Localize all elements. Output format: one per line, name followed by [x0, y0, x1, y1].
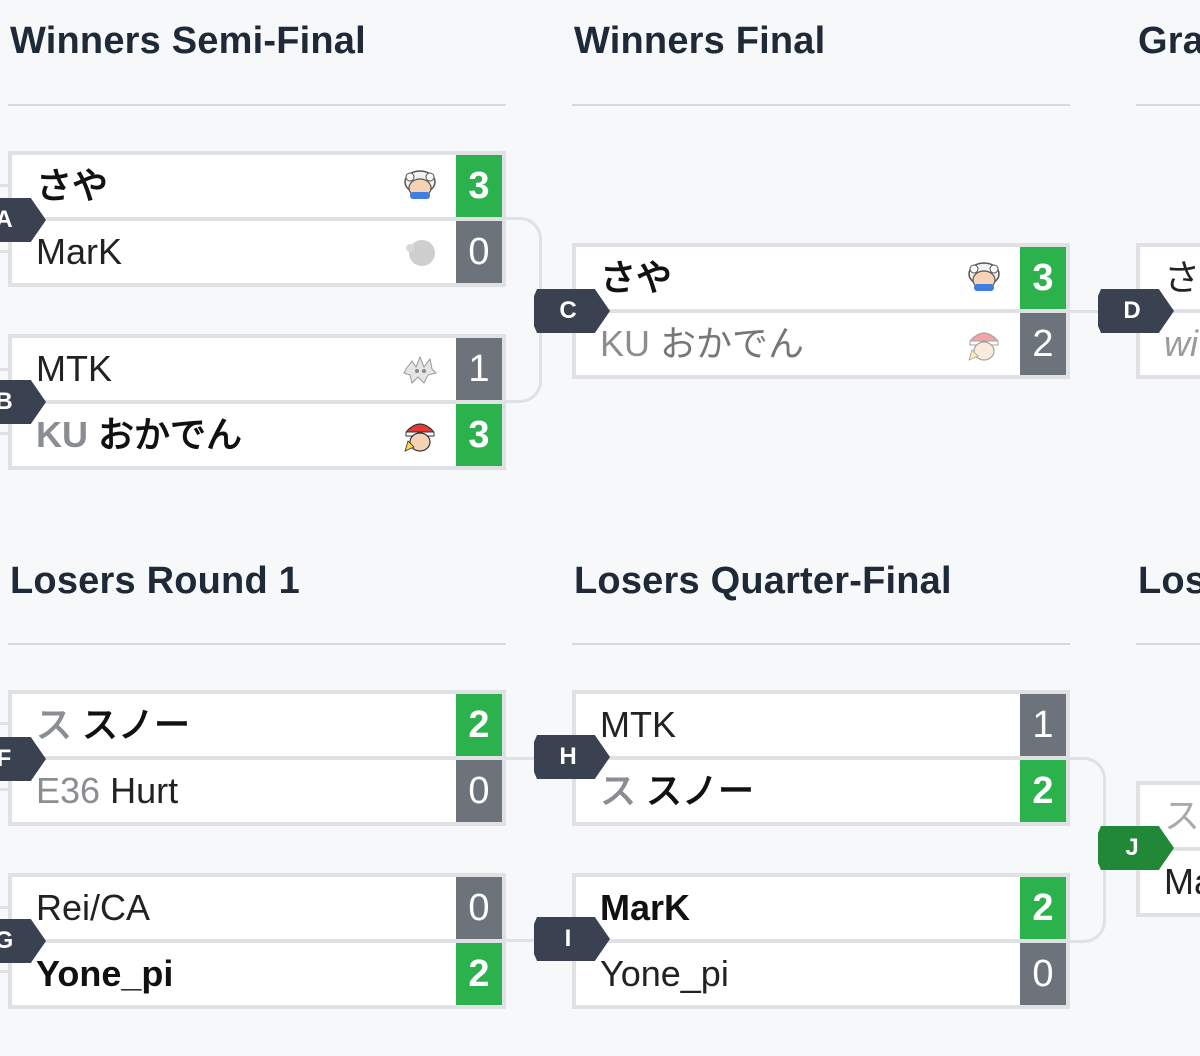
bracket-connector	[0, 906, 10, 909]
match-label-i[interactable]: I	[534, 917, 610, 961]
round-divider	[1136, 104, 1200, 106]
match-slot-winner[interactable]: ス スノー 2	[12, 694, 502, 756]
player-name: MTK	[36, 348, 112, 389]
match-slot-winner[interactable]: さや 3	[12, 155, 502, 217]
match-c[interactable]: さや 3 KU おかでん 2	[572, 243, 1070, 379]
match-f[interactable]: ス スノー 2 E36 Hurt 0	[8, 690, 506, 826]
bracket-connector	[0, 432, 10, 435]
score: 3	[1020, 247, 1066, 309]
round-title-losers-qf: Losers Quarter-Final	[574, 560, 952, 602]
match-label-j[interactable]: J	[1098, 826, 1174, 870]
match-slot-loser[interactable]: KU おかでん 2	[576, 313, 1066, 375]
player-name: ス スノー	[600, 770, 755, 811]
player-name: Yone_pi	[36, 953, 174, 994]
player-name: さや	[36, 165, 109, 206]
match-slot-loser[interactable]: E36 Hurt 0	[12, 760, 502, 822]
match-a[interactable]: さや 3 MarK 0	[8, 151, 506, 287]
gray-blob-icon	[406, 240, 435, 266]
score: 3	[456, 404, 502, 466]
score: 3	[456, 155, 502, 217]
round-title-losers-next: Los	[1138, 560, 1200, 602]
match-slot-loser[interactable]: MTK 1	[12, 338, 502, 400]
ice-climber-face-icon	[968, 262, 1000, 291]
player-name: MarK	[36, 231, 123, 272]
player-name: MarK	[600, 887, 691, 928]
bracket-connector	[0, 722, 10, 725]
match-slot-winner[interactable]: MarK 2	[576, 877, 1066, 939]
bracket-connector	[1070, 310, 1100, 313]
match-label-d[interactable]: D	[1098, 289, 1174, 333]
player-name: Ma	[1164, 861, 1200, 902]
red-cap-character-icon	[968, 332, 999, 361]
round-divider	[1136, 643, 1200, 645]
score: 0	[1020, 943, 1066, 1005]
round-divider	[8, 643, 506, 645]
player-name: ス スノー	[36, 704, 191, 745]
bracket-connector	[0, 970, 10, 973]
score: 2	[456, 943, 502, 1005]
match-slot-loser[interactable]: Yone_pi 0	[576, 943, 1066, 1005]
score: 0	[456, 221, 502, 283]
player-name: MTK	[600, 704, 676, 745]
score: 1	[1020, 694, 1066, 756]
match-slot-winner[interactable]: さや 3	[576, 247, 1066, 309]
match-slot-winner[interactable]: Yone_pi 2	[12, 943, 502, 1005]
player-name: E36 Hurt	[36, 770, 179, 811]
bracket-connector	[506, 757, 536, 760]
player-name: wi	[1164, 323, 1198, 364]
bracket-connector	[0, 250, 10, 253]
player-name: Yone_pi	[600, 953, 729, 994]
red-cap-character-icon	[404, 423, 435, 452]
player-name: KU おかでん	[600, 323, 805, 364]
match-slot-loser[interactable]: MTK 1	[576, 694, 1066, 756]
match-slot-loser[interactable]: Rei/CA 0	[12, 877, 502, 939]
player-name: ス	[1164, 795, 1200, 836]
round-divider	[572, 643, 1070, 645]
round-title-winners-final: Winners Final	[574, 20, 826, 62]
score: 1	[456, 338, 502, 400]
round-title-grand-final: Gra	[1138, 20, 1200, 62]
match-slot-loser[interactable]: MarK 0	[12, 221, 502, 283]
score: 0	[456, 760, 502, 822]
score: 2	[1020, 877, 1066, 939]
match-h[interactable]: MTK 1 ス スノー 2	[572, 690, 1070, 826]
player-name: さ	[1164, 257, 1200, 298]
round-title-winners-semi: Winners Semi-Final	[10, 20, 366, 62]
bracket-connector	[0, 368, 10, 371]
bracket-connector	[0, 184, 10, 187]
match-b[interactable]: MTK 1 KU おかでん 3	[8, 334, 506, 470]
match-slot[interactable]: Ma	[1140, 851, 1200, 913]
bracket-connector	[506, 939, 536, 942]
round-divider	[572, 104, 1070, 106]
score: 2	[456, 694, 502, 756]
player-name: Rei/CA	[36, 887, 151, 928]
bracket-connector	[0, 788, 10, 791]
player-name: さや	[600, 257, 673, 298]
round-divider	[8, 104, 506, 106]
match-label-c[interactable]: C	[534, 289, 610, 333]
match-d[interactable]: さ wi	[1136, 243, 1200, 379]
match-slot-winner[interactable]: KU おかでん 3	[12, 404, 502, 466]
score: 0	[456, 877, 502, 939]
match-g[interactable]: Rei/CA 0 Yone_pi 2	[8, 873, 506, 1009]
ice-climber-face-icon	[404, 170, 436, 199]
score: 2	[1020, 760, 1066, 822]
player-name: KU おかでん	[36, 414, 243, 455]
match-label-h[interactable]: H	[534, 735, 610, 779]
score: 2	[1020, 313, 1066, 375]
match-i[interactable]: MarK 2 Yone_pi 0	[572, 873, 1070, 1009]
round-title-losers-r1: Losers Round 1	[10, 560, 300, 602]
match-slot-winner[interactable]: ス スノー 2	[576, 760, 1066, 822]
spiky-character-icon	[403, 355, 437, 384]
